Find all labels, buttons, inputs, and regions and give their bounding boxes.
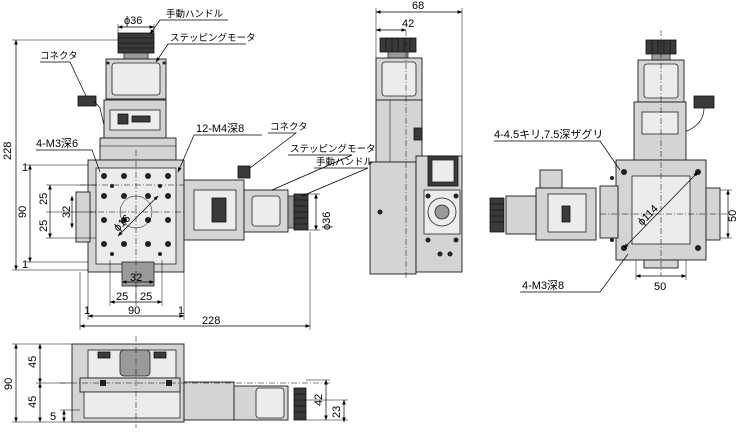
dim-front-45-upper: 45: [27, 356, 39, 368]
dim-90-vertical: 90: [17, 206, 29, 218]
dim-phi36-right: ϕ36: [321, 212, 333, 230]
front-view-dimensions: [12, 343, 348, 423]
dim-rear-50-vertical: 50: [727, 210, 738, 222]
dim-side-68: 68: [412, 0, 424, 12]
dim-25-left: 25: [116, 291, 128, 303]
side-view-stage: [369, 161, 417, 275]
dim-rear-50-horizontal: 50: [654, 281, 666, 293]
text-labels: ϕ36 手動ハンドル ステッピングモータ コネクタ 4-M3深6 12-M4深8…: [2, 0, 738, 423]
label-handwheel-top: 手動ハンドル: [166, 8, 224, 20]
top-view-dimensions: [12, 19, 369, 330]
dim-front-90: 90: [3, 378, 15, 390]
label-rear-m3: 4-M3深8: [522, 279, 564, 292]
dim-228-vertical: 228: [2, 142, 14, 160]
dim-1-lower: 1: [22, 259, 28, 271]
label-motor-right: ステッピングモータ: [290, 143, 376, 155]
dim-32-vertical: 32: [61, 206, 73, 218]
dim-25-upper: 25: [38, 193, 50, 205]
dim-front-42: 42: [313, 394, 325, 406]
dim-90-horizontal: 90: [128, 305, 140, 317]
dim-front-23: 23: [331, 406, 343, 418]
label-connector-right: コネクタ: [270, 122, 308, 133]
dim-front-5: 5: [50, 411, 56, 423]
label-m3-depth6: 4-M3深6: [36, 137, 78, 150]
dim-25-lower: 25: [38, 220, 50, 232]
rear-view-connector: [693, 95, 715, 109]
top-view: [75, 32, 309, 300]
side-view-dimensions: [375, 8, 463, 156]
front-view-handle: [293, 387, 307, 421]
dim-side-42: 42: [402, 18, 414, 30]
dim-1-left: 1: [84, 305, 90, 317]
dim-25-right: 25: [140, 291, 152, 303]
top-view-connector: [77, 95, 97, 107]
dim-228-horizontal: 228: [202, 315, 220, 327]
label-tap-drill: 4-4.5キリ,7.5深ザグリ: [494, 127, 603, 141]
dim-phi36-top: ϕ36: [124, 15, 142, 27]
label-handwheel-right: 手動ハンドル: [316, 156, 374, 168]
rear-view: [489, 30, 730, 276]
dim-32-horizontal: 32: [130, 272, 142, 284]
front-view-side-base: [183, 381, 235, 421]
label-motor-top: ステッピングモータ: [170, 32, 256, 44]
rear-view-dimensions: [494, 140, 732, 293]
label-m4-depth8: 12-M4深8: [196, 122, 244, 135]
dim-front-45-lower: 45: [27, 396, 39, 408]
dim-1-right: 1: [178, 305, 184, 317]
front-view: [60, 336, 330, 428]
label-connector-top: コネクタ: [40, 51, 78, 62]
rear-view-side-handle: [489, 197, 505, 233]
side-view: [369, 30, 463, 278]
dim-1-upper: 1: [22, 162, 28, 174]
